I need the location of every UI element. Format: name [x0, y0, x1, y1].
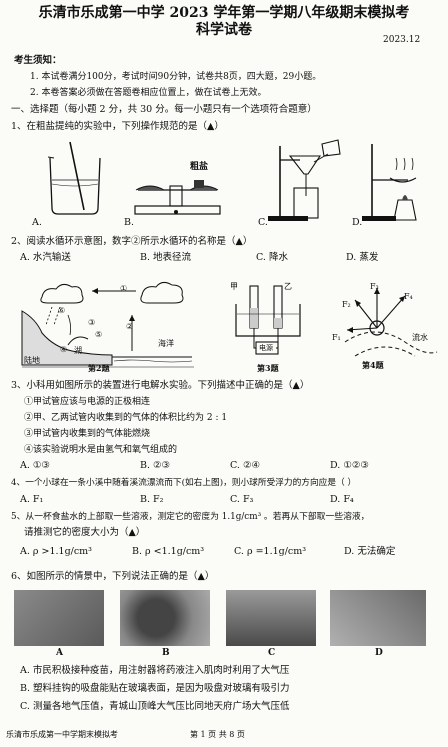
q1-figure-d [362, 144, 417, 221]
q6-photo-label-d: D [375, 648, 383, 658]
q1-figure-b [134, 180, 221, 215]
q4-label-f4: F₄ [404, 292, 413, 301]
q6-photo-a [14, 590, 104, 646]
q3-statement-4: ④该实验说明水是由氢气和氧气组成的 [24, 445, 178, 455]
q4-option-c: C. F₃ [230, 494, 254, 505]
water-cycle-diagram [21, 281, 194, 368]
q6-photo-label-c: C [268, 648, 276, 658]
q4-label-f2: F₂ [342, 300, 351, 309]
q2-caption: 第2题 [88, 363, 110, 373]
q5-stem-line2: 请推测它的密度大小为（▲） [24, 527, 146, 538]
section1-heading: 一、选择题（每小题 2 分，共 30 分。每一小题只有一个选项符合题意） [11, 104, 317, 115]
q4-label-water: 流水 [412, 333, 428, 342]
q3-statement-3: ③甲试管内收集到的气体能燃烧 [24, 429, 151, 439]
q2-label-sea: 海洋 [158, 339, 174, 348]
q2-option-c: C. 降水 [256, 252, 288, 263]
q6-photo-b [120, 590, 210, 646]
q5-option-b: B. ρ <1.1g/cm³ [132, 546, 205, 557]
q4-option-a: A. F₁ [20, 494, 44, 505]
q3-option-c: C. ②④ [230, 460, 261, 471]
q5-option-a: A. ρ >1.1g/cm³ [20, 546, 92, 557]
q4-caption: 第4题 [362, 360, 384, 370]
notes-heading: 考生须知： [14, 55, 62, 66]
q3-label-jia: 甲 [230, 282, 238, 291]
q5-stem-line1: 5、从一杯食盐水的上部取一些溶液，测定它的密度为 1.1g/cm³ 。若再从下部… [11, 512, 370, 522]
q3-option-a: A. ①③ [20, 460, 50, 471]
q3-statement-1: ①甲试管应该与电源的正极相连 [24, 397, 151, 407]
q4-option-b: B. F₂ [140, 494, 164, 505]
q2-label-3: ③ [88, 318, 96, 327]
q2-label-4: ④ [60, 345, 68, 354]
q6-photo-label-b: B [162, 648, 170, 658]
q3-stem: 3、小科用如图所示的装置进行电解水实验。下列描述中正确的是（▲） [11, 380, 310, 391]
q6-option-c: C. 测量各地气压值，青城山顶峰大气压比同地天府广场大气压低 [20, 701, 290, 712]
q2-label-1: ① [120, 284, 128, 293]
q2-label-6: ⑥ [58, 306, 66, 315]
footer-school: 乐清市乐成第一中学期末模拟考 [6, 730, 118, 739]
q1-figure-c [268, 139, 341, 221]
buoyancy-forces-diagram [344, 288, 438, 357]
q6-photo-label-a: A [56, 648, 63, 658]
q3-statement-2: ②甲、乙两试管内收集到的气体的体积比约为 2 : 1 [24, 413, 228, 423]
q2-label-2: ② [126, 322, 134, 331]
q2-option-d: D. 蒸发 [346, 252, 379, 263]
exam-title-line1: 乐清市乐成第一中学 2023 学年第一学期八年级期末模拟考 [38, 5, 410, 21]
notes-item-1: 1. 本试卷满分100分，考试时间90分钟，试卷共8页，四大题，29小题。 [30, 72, 322, 82]
q1-salt-label: 粗盐 [190, 162, 209, 172]
q6-option-a: A. 市民积极接种疫苗，用注射器将药液注入肌肉时利用了大气压 [20, 665, 290, 676]
q3-option-d: D. ①②③ [330, 460, 369, 471]
q6-photo-c [226, 590, 316, 646]
q1-option-a: A. [32, 217, 42, 228]
q6-option-b: B. 塑料挂钩的吸盘能贴在玻璃表面，是因为吸盘对玻璃有吸引力 [20, 683, 290, 694]
q2-option-a: A. 水汽输送 [20, 252, 71, 263]
q3-label-power: 电源 [259, 344, 273, 352]
q1-option-c: C. [258, 217, 268, 228]
q4-option-d: D. F₄ [330, 494, 354, 505]
q2-option-b: B. 地表径流 [140, 252, 192, 263]
q3-option-b: B. ②③ [140, 460, 171, 471]
q1-figure-a [47, 141, 101, 215]
notes-item-2: 2. 本卷答案必须做在答题卷相应位置上，做在试卷上无效。 [30, 88, 267, 98]
q6-stem: 6、如图所示的情景中，下列说法正确的是（▲） [11, 571, 215, 582]
q1-stem: 1、在粗盐提纯的实验中，下列操作规范的是（▲） [11, 121, 224, 132]
q6-photo-d [330, 590, 426, 646]
q3-label-yi: 乙 [284, 282, 292, 291]
q2-stem: 2、阅读水循环示意图，数字②所示水循环的名称是（▲） [11, 236, 253, 247]
q2-label-land: 陆地 [24, 356, 40, 365]
exam-date: 2023.12 [383, 35, 421, 45]
q4-label-f1: F₁ [332, 333, 341, 342]
electrolysis-diagram [235, 285, 301, 355]
q5-option-d: D. 无法确定 [344, 546, 396, 557]
footer-page-number: 第 1 页 共 8 页 [190, 730, 245, 739]
q1-option-d: D. [352, 217, 363, 228]
q5-option-c: C. ρ =1.1g/cm³ [234, 546, 307, 557]
exam-title-line2: 科学试卷 [196, 22, 252, 38]
q4-stem: 4、一个小球在一条小溪中随着溪流漂流而下(如右上图)，则小球所受浮力的方向应是（… [11, 478, 357, 488]
q1-option-b: B. [124, 217, 135, 228]
q2-label-lake: 湖 [74, 346, 82, 355]
q2-label-5: ⑤ [95, 330, 103, 339]
q4-label-f3: F₃ [370, 282, 379, 291]
q3-caption: 第3题 [257, 363, 279, 373]
